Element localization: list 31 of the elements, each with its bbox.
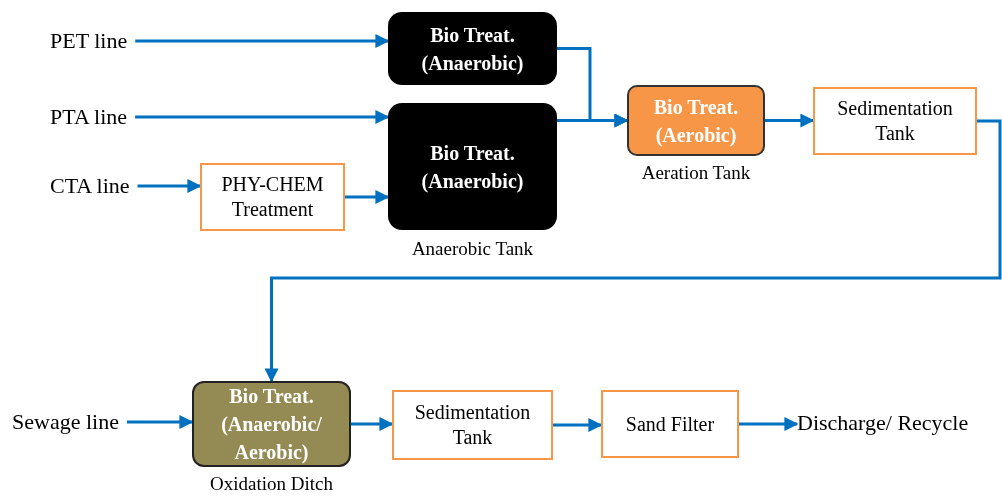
process-box xyxy=(813,87,977,155)
flow-arrow xyxy=(553,418,603,432)
flow-arrow xyxy=(135,110,390,124)
tank-caption: Oxidation Ditch xyxy=(210,472,333,496)
flow-label: PTA line xyxy=(50,104,128,130)
box-label: Bio Treat. (Anaerobic) xyxy=(420,22,525,77)
tank-caption: Aeration Tank xyxy=(641,161,751,185)
flow-label: PET line xyxy=(50,28,128,54)
process-box xyxy=(200,163,345,231)
flow-arrow xyxy=(135,34,390,48)
box-label: Bio Treat. (Aerobic) xyxy=(652,94,740,149)
box-label: Bio Treat. (Anaerobic) xyxy=(420,140,525,195)
box-label: PHY-CHEM Treatment xyxy=(220,172,325,222)
flow-arrow xyxy=(126,415,194,429)
box-label: Bio Treat. (Anaerobic/ Aerobic) xyxy=(220,384,323,466)
flow-arrow xyxy=(739,417,799,431)
flow-arrow xyxy=(345,190,390,204)
flow-arrow xyxy=(765,113,815,128)
box-label: Sedimentation Tank xyxy=(413,400,532,450)
process-box xyxy=(388,12,557,85)
process-box xyxy=(601,390,739,458)
box-label: Sand Filter xyxy=(624,411,716,437)
box-label: Sedimentation Tank xyxy=(836,96,954,146)
process-box xyxy=(392,390,553,460)
flow-label: CTA line xyxy=(50,173,130,199)
tank-caption: Anaerobic Tank xyxy=(411,237,534,261)
flow-arrow xyxy=(351,417,394,431)
flow-label: Sewage line xyxy=(12,409,119,435)
flow-label: Discharge/ Recycle xyxy=(797,410,969,436)
flow-arrow xyxy=(137,179,202,193)
flow-arrow xyxy=(557,113,629,128)
